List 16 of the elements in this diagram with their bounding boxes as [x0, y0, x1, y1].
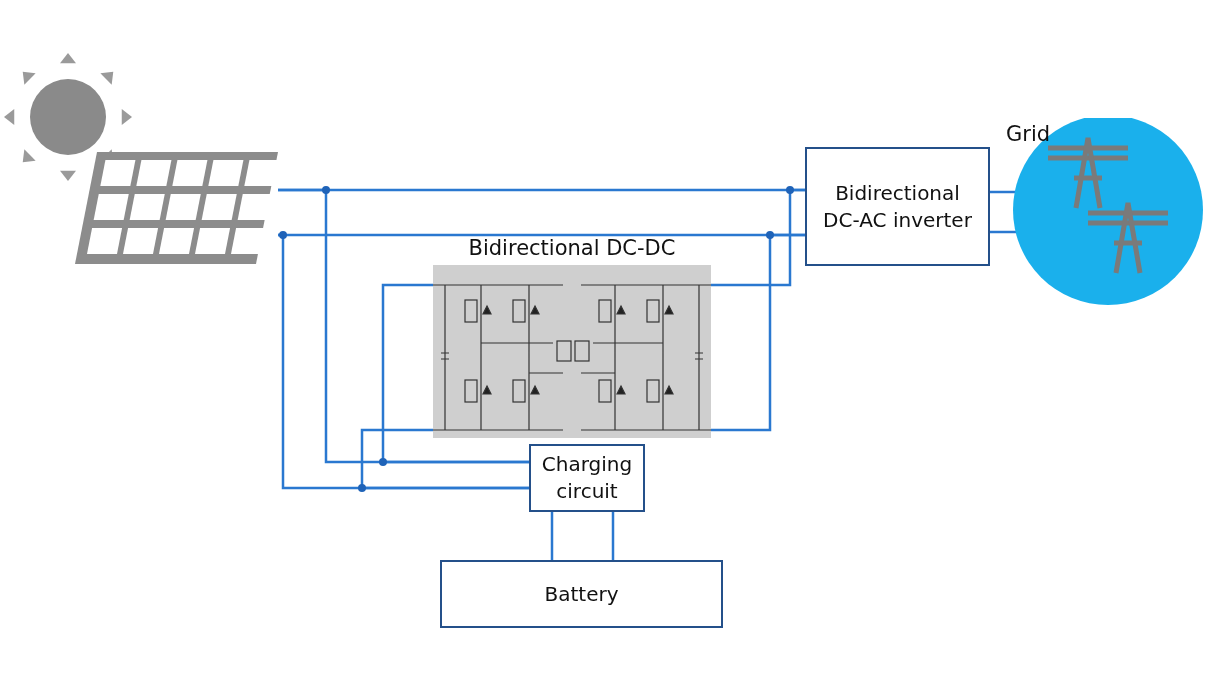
- box-label: Bidirectional DC-AC inverter: [822, 179, 973, 234]
- wire: [711, 233, 805, 432]
- wire: [381, 283, 529, 464]
- grid-label: Grid: [1006, 122, 1051, 146]
- wire: [990, 230, 1016, 234]
- wire: [550, 512, 554, 560]
- charging-circuit-box: [529, 444, 645, 512]
- converter-heading: Bidirectional DC-DC: [467, 236, 677, 260]
- box-label: Charging circuit: [541, 451, 633, 505]
- wire: [360, 428, 529, 490]
- wire: [611, 512, 615, 560]
- box-label: Battery: [544, 580, 619, 608]
- wire: [990, 190, 1016, 194]
- wire: [711, 188, 805, 287]
- battery-box: [440, 560, 723, 628]
- inverter-box: [805, 147, 990, 266]
